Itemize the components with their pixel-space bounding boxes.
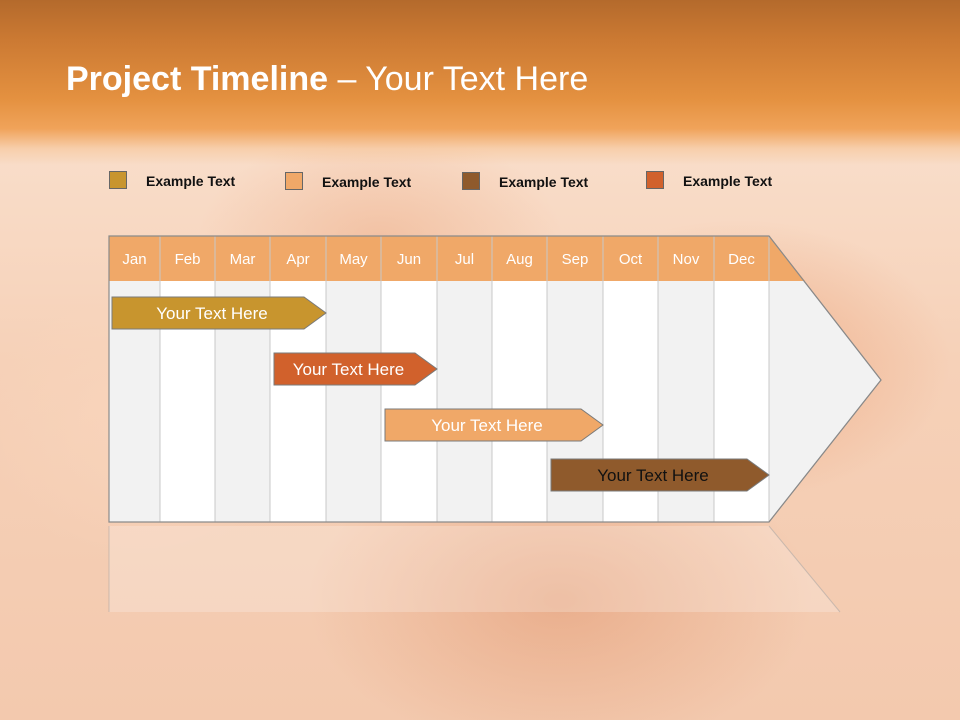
- month-label: Jun: [397, 251, 421, 268]
- task-bar: [384, 408, 604, 442]
- task-bar: [111, 296, 327, 330]
- month-label: Feb: [175, 251, 201, 268]
- month-label: Apr: [286, 251, 309, 268]
- month-column: [492, 281, 547, 522]
- month-label: Sep: [562, 251, 589, 268]
- month-header-cell: [270, 236, 326, 281]
- legend-swatch: [646, 171, 664, 189]
- legend-label: Example Text: [146, 173, 236, 189]
- month-header-cell: [492, 236, 547, 281]
- task-label: Your Text Here: [431, 416, 543, 435]
- title-rest: – Your Text Here: [328, 60, 589, 98]
- page-title: Project Timeline – Your Text Here: [66, 60, 588, 99]
- month-header-cell: [160, 236, 215, 281]
- task-label: Your Text Here: [597, 466, 709, 485]
- month-header-cell: [215, 236, 270, 281]
- month-header-cell: [109, 236, 160, 281]
- timeline-outline: [108, 235, 882, 523]
- month-label: Dec: [728, 251, 755, 268]
- month-header-cell: [437, 236, 492, 281]
- month-label: Jan: [122, 251, 146, 268]
- month-header-cell: [547, 236, 603, 281]
- month-header-cell: [326, 236, 381, 281]
- month-header-cell: [658, 236, 714, 281]
- month-header-cell: [714, 236, 769, 281]
- month-label: May: [339, 251, 368, 268]
- task-bar: [550, 458, 770, 492]
- legend-label: Example Text: [683, 173, 773, 189]
- title-bold: Project Timeline: [66, 60, 329, 98]
- month-label: Jul: [455, 251, 474, 268]
- task-label: Your Text Here: [293, 360, 405, 379]
- legend-label: Example Text: [322, 174, 412, 190]
- month-header-cell: [381, 236, 437, 281]
- legend-swatch: [109, 171, 127, 189]
- month-label: Nov: [673, 251, 700, 268]
- month-label: Aug: [506, 251, 533, 268]
- legend-label: Example Text: [499, 174, 589, 190]
- month-column: [437, 281, 492, 522]
- month-label: Oct: [619, 251, 643, 268]
- header-band: [0, 0, 960, 165]
- month-column: [326, 281, 381, 522]
- task-label: Your Text Here: [156, 304, 268, 323]
- timeline-reflection: [109, 526, 840, 612]
- legend-swatch: [462, 172, 480, 190]
- legend-swatch: [285, 172, 303, 190]
- month-column: [381, 281, 437, 522]
- task-bar: [273, 352, 438, 386]
- reflection-edge: [768, 525, 841, 613]
- month-label: Mar: [230, 251, 256, 268]
- month-header-cell: [603, 236, 658, 281]
